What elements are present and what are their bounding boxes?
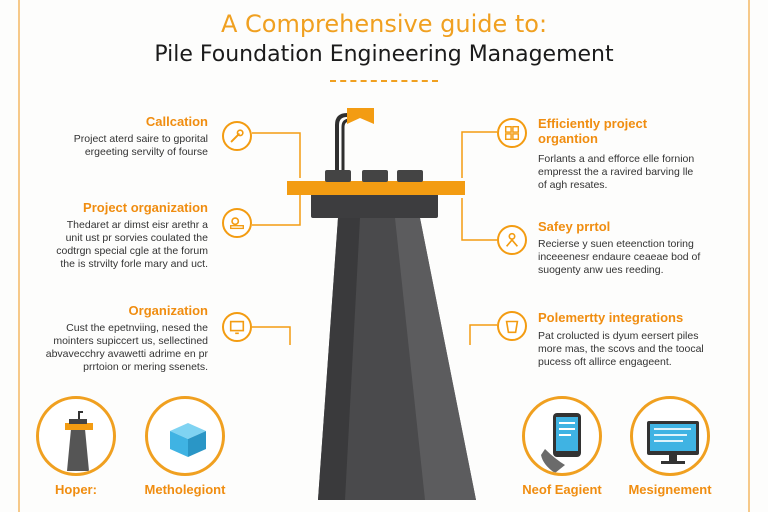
- bottom-label-1: Hoper:: [55, 482, 97, 497]
- title-line-1: A Comprehensive guide to:: [220, 10, 548, 38]
- bottom-label-3: Neof Eagient: [522, 482, 602, 497]
- left-section-2-heading: Project organization: [83, 200, 208, 215]
- title-divider: [330, 80, 438, 82]
- left-edge-rule: [18, 0, 20, 512]
- blue-cube-icon: [145, 396, 225, 476]
- left-section-3-text: Cust the epetnviing, nesed the mointers …: [45, 322, 208, 373]
- left-section-1-text: Project aterd saire to gporital ergeetin…: [73, 133, 208, 158]
- right-section-3-heading: Polemertty integrations: [538, 310, 684, 325]
- right-section-3-text: Pat crolucted is dyum eersert piles more…: [538, 330, 704, 368]
- right-section-2-heading: Safey prrtol: [538, 219, 611, 234]
- tablet-hand-icon: [522, 396, 602, 476]
- person-icon: [497, 225, 527, 255]
- bottom-label-4: Mesignement: [628, 482, 712, 497]
- title-line-2: Pile Foundation Engineering Management: [154, 42, 614, 67]
- gear-tool-icon: [222, 208, 252, 238]
- pile-column-icon: [36, 396, 116, 476]
- wrench-icon: [222, 121, 252, 151]
- left-section-1-heading: Callcation: [145, 114, 208, 129]
- left-section-3-heading: Organization: [128, 303, 208, 318]
- right-section-2-text: Recierse y suen eteenction toring inceee…: [538, 238, 701, 276]
- left-section-2-text: Thedaret ar dimst eisr arethr a unit ust…: [56, 219, 208, 270]
- desktop-monitor-icon: [630, 396, 710, 476]
- grid-blocks-icon: [497, 118, 527, 148]
- bottom-label-2: Metholegiont: [144, 482, 226, 497]
- right-edge-rule: [748, 0, 750, 512]
- monitor-icon: [222, 312, 252, 342]
- cup-icon: [497, 311, 527, 341]
- right-section-1-heading: Efficiently project organtion: [538, 116, 648, 146]
- right-section-1-text: Forlants a and efforce elle fornion empr…: [538, 153, 695, 191]
